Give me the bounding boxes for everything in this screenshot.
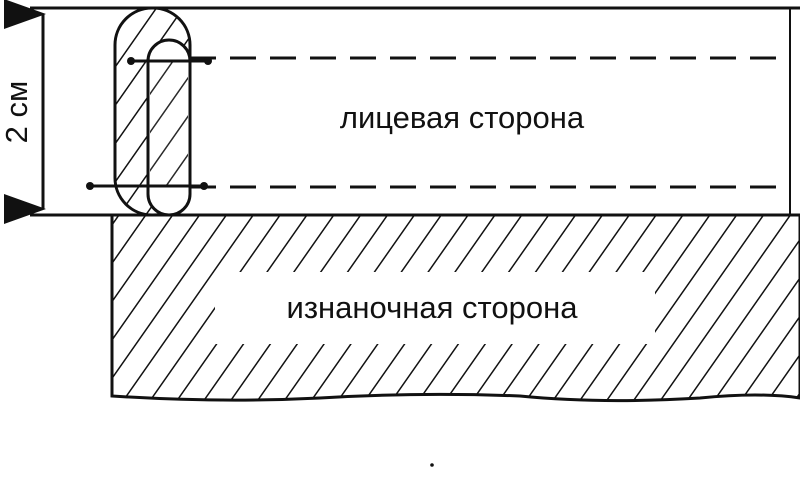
pin-dot xyxy=(200,182,208,190)
speck xyxy=(430,463,434,467)
pin-dot xyxy=(204,57,212,65)
face-side-label: лицевая сторона xyxy=(340,100,585,135)
back-side-label: изнаночная сторона xyxy=(287,290,579,325)
pin-dot xyxy=(86,182,94,190)
dimension-label: 2 см xyxy=(0,81,34,144)
pin-dot xyxy=(127,57,135,65)
back-side-label-area xyxy=(215,272,655,344)
